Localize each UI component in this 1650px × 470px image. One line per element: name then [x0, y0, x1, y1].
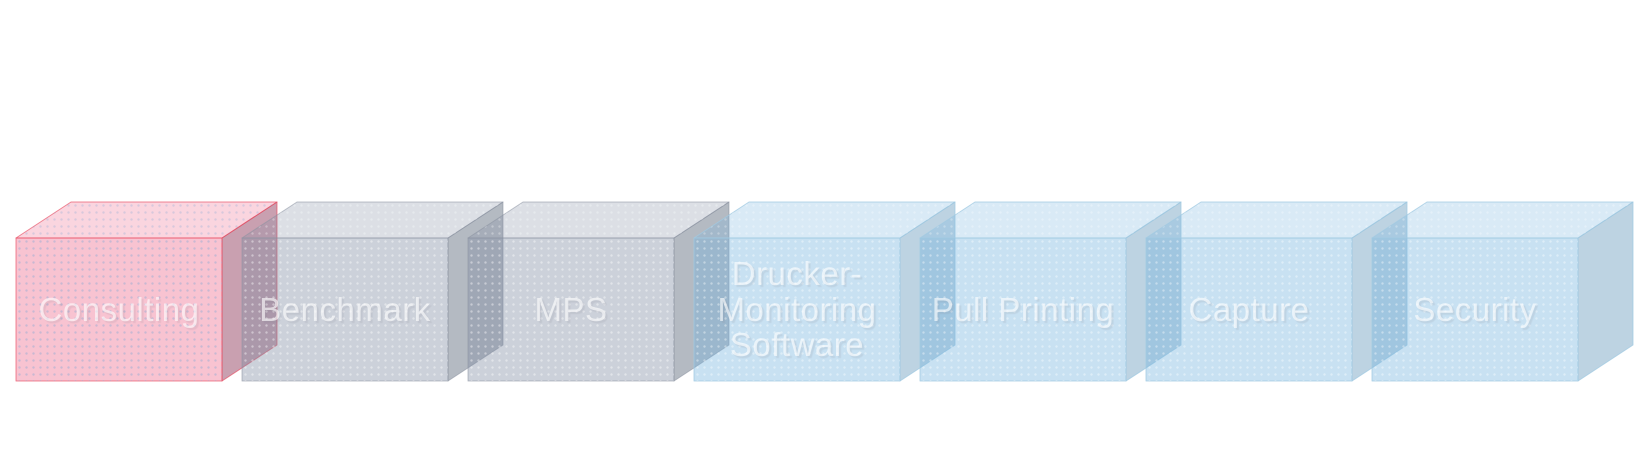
box-front-face [1371, 237, 1579, 382]
box-label: Pull Printing [931, 290, 1115, 328]
service-box: Pull Printing [919, 201, 1182, 382]
box-front-face [15, 237, 223, 382]
box-3d-shape [1145, 201, 1408, 382]
box-label: Drucker- Monitoring Software [717, 255, 877, 364]
service-box: Benchmark [241, 201, 504, 382]
box-front-face [693, 237, 901, 382]
box-3d-shape [467, 201, 730, 382]
box-front-face [241, 237, 449, 382]
box-3d-shape [15, 201, 278, 382]
box-3d-shape [1371, 201, 1634, 382]
box-label: Capture [1188, 290, 1310, 328]
box-3d-shape [919, 201, 1182, 382]
box-3d-shape [693, 201, 956, 382]
service-box: Consulting [15, 201, 278, 382]
box-3d-shape [241, 201, 504, 382]
box-front-face [1145, 237, 1353, 382]
box-front-face [919, 237, 1127, 382]
box-front-face [467, 237, 675, 382]
service-box: MPS [467, 201, 730, 382]
box-label: Consulting [38, 290, 200, 328]
service-box: Capture [1145, 201, 1408, 382]
box-label: Benchmark [259, 290, 431, 328]
box-label: Security [1413, 290, 1537, 328]
service-box: Drucker- Monitoring Software [693, 201, 956, 382]
box-label: MPS [534, 290, 608, 328]
service-box: Security [1371, 201, 1634, 382]
